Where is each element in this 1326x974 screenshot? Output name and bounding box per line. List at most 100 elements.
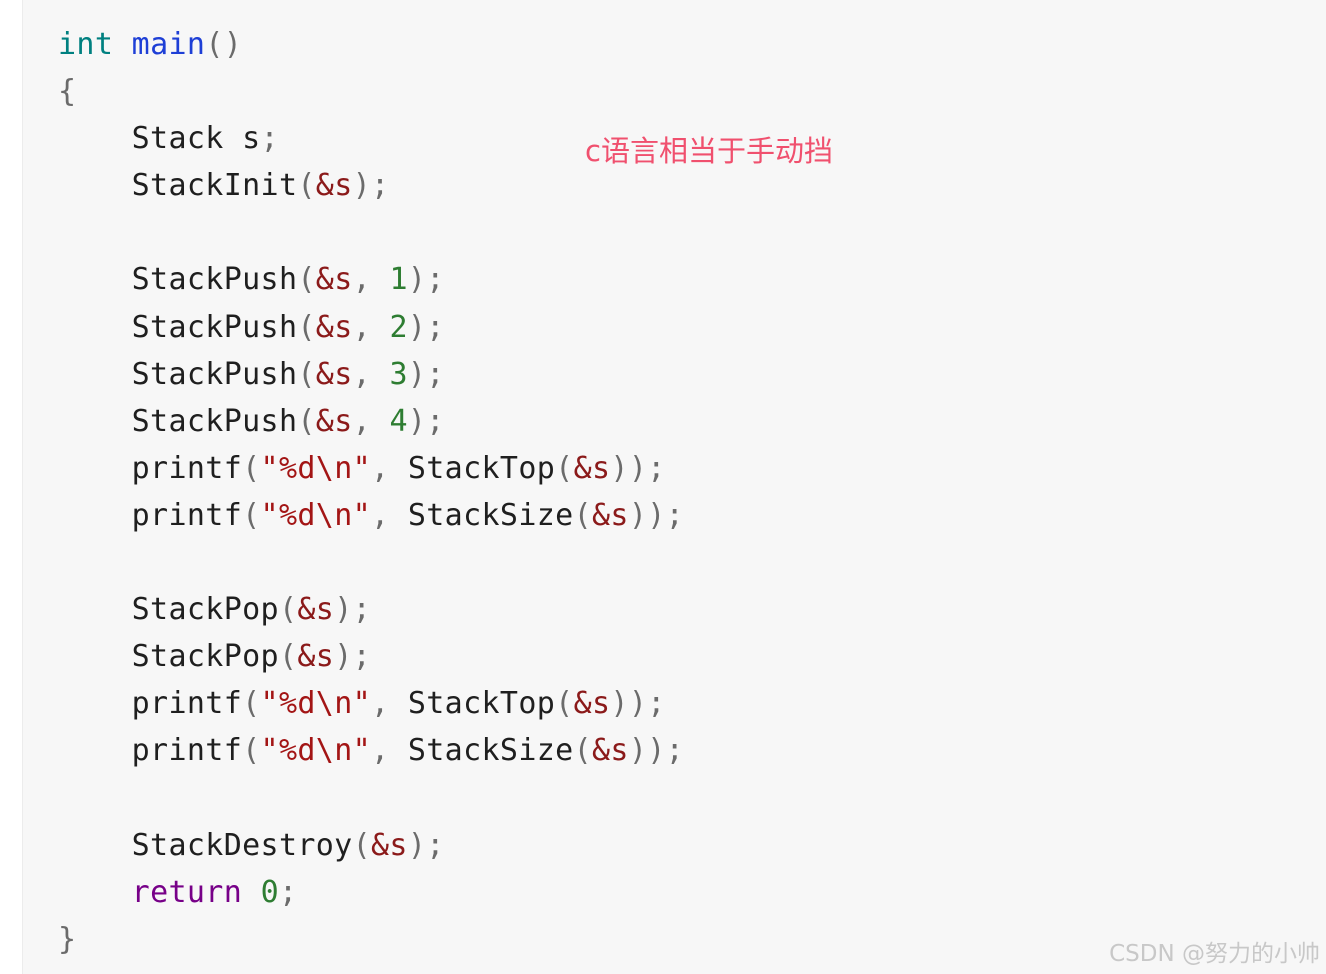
code-token: StackTop <box>407 686 556 722</box>
code-token: &s <box>573 450 611 486</box>
code-token: ; <box>260 121 279 157</box>
code-token <box>242 875 260 910</box>
code-line: StackInit(&s); <box>58 162 684 209</box>
watermark: CSDN @努力的小帅 <box>1109 941 1320 967</box>
code-token: ( <box>297 356 316 392</box>
code-line: ​ <box>58 209 684 256</box>
code-token: printf <box>58 733 243 769</box>
code-token <box>58 875 132 910</box>
code-token: StackSize <box>407 733 574 769</box>
code-token: "%d\n" <box>260 497 372 533</box>
code-token: StackPush <box>58 356 298 392</box>
code-token: , <box>371 733 408 769</box>
code-line: printf("%d\n", StackTop(&s)); <box>58 445 684 492</box>
code-token: StackPop <box>58 592 279 628</box>
code-token: ); <box>407 262 445 298</box>
code-token: 2 <box>389 309 408 345</box>
code-token: printf <box>58 686 243 722</box>
code-token: ( <box>242 686 261 722</box>
code-line: } <box>58 916 684 963</box>
code-token: ); <box>407 356 445 392</box>
code-token: return <box>131 874 243 910</box>
code-token: 1 <box>389 262 408 298</box>
code-token: } <box>58 921 77 957</box>
code-token: &s <box>315 356 353 392</box>
code-token: &s <box>297 592 335 628</box>
code-token: , <box>352 403 390 439</box>
code-token: ); <box>334 592 372 628</box>
code-token: ( <box>297 168 316 204</box>
code-token: ( <box>297 309 316 345</box>
code-token: ); <box>334 639 372 675</box>
code-line: StackPush(&s, 2); <box>58 304 684 351</box>
code-token: ( <box>242 733 261 769</box>
code-token: StackPush <box>58 403 298 439</box>
code-token: )); <box>610 450 666 486</box>
code-line: StackPush(&s, 1); <box>58 256 684 303</box>
code-token: ( <box>242 497 261 533</box>
code-token: main <box>131 27 206 62</box>
code-token: ( <box>278 639 298 675</box>
code-token: Stack s <box>58 121 261 157</box>
code-token: , <box>352 356 390 392</box>
code-token: ( <box>278 592 298 628</box>
code-line: StackPush(&s, 4); <box>58 398 684 445</box>
code-token: 4 <box>389 403 408 439</box>
code-token: printf <box>58 497 243 533</box>
code-token: , <box>371 686 408 722</box>
code-token: "%d\n" <box>260 450 372 486</box>
code-line: StackDestroy(&s); <box>58 822 684 869</box>
code-line: printf("%d\n", StackSize(&s)); <box>58 492 684 539</box>
code-token: "%d\n" <box>260 733 372 769</box>
code-token: &s <box>371 827 408 863</box>
code-token: { <box>58 74 77 110</box>
code-token: ); <box>407 827 445 863</box>
code-token: ( <box>573 733 592 769</box>
code-line: StackPop(&s); <box>58 633 684 680</box>
code-token: , <box>352 262 390 298</box>
code-token: ( <box>242 450 261 486</box>
code-line: printf("%d\n", StackTop(&s)); <box>58 680 684 727</box>
code-token: ( <box>297 262 316 298</box>
code-token: ( <box>352 827 372 863</box>
code-token: ( <box>555 686 574 722</box>
code-token: , <box>371 450 408 486</box>
code-line: ​ <box>58 539 684 586</box>
code-token: )); <box>628 497 685 533</box>
code-token: "%d\n" <box>260 686 372 722</box>
code-token: )); <box>610 686 666 722</box>
code-token: )); <box>628 733 685 769</box>
code-token: 0 <box>260 874 279 910</box>
code-token: StackPush <box>58 262 298 298</box>
code-token: &s <box>315 262 353 298</box>
code-line: { <box>58 68 684 115</box>
code-token: &s <box>592 497 629 533</box>
code-token: StackPush <box>58 309 298 345</box>
code-token: ( <box>555 450 574 486</box>
code-token: () <box>205 27 243 62</box>
code-token: ); <box>352 168 390 204</box>
code-token: ( <box>573 497 592 533</box>
code-line: return 0; <box>58 869 684 916</box>
code-token: &s <box>573 686 611 722</box>
code-token: StackPop <box>58 639 279 675</box>
code-line: printf("%d\n", StackSize(&s)); <box>58 727 684 774</box>
code-token: printf <box>58 450 243 486</box>
code-token: StackTop <box>407 450 556 486</box>
code-line: ​ <box>58 775 684 822</box>
code-token: &s <box>315 403 353 439</box>
annotation-text: c语言相当于手动挡 <box>585 134 833 168</box>
code-token: StackDestroy <box>58 827 353 863</box>
code-token: StackInit <box>58 168 298 204</box>
code-token: ); <box>407 309 445 345</box>
code-token <box>113 27 131 62</box>
code-token: &s <box>315 168 353 204</box>
code-token: ; <box>278 874 298 910</box>
code-line: Stack s; <box>58 115 684 162</box>
code-token: , <box>371 497 408 533</box>
code-line: int main() <box>58 21 684 68</box>
code-line: StackPush(&s, 3); <box>58 351 684 398</box>
code-token: 3 <box>389 356 408 392</box>
code-token: &s <box>297 639 335 675</box>
